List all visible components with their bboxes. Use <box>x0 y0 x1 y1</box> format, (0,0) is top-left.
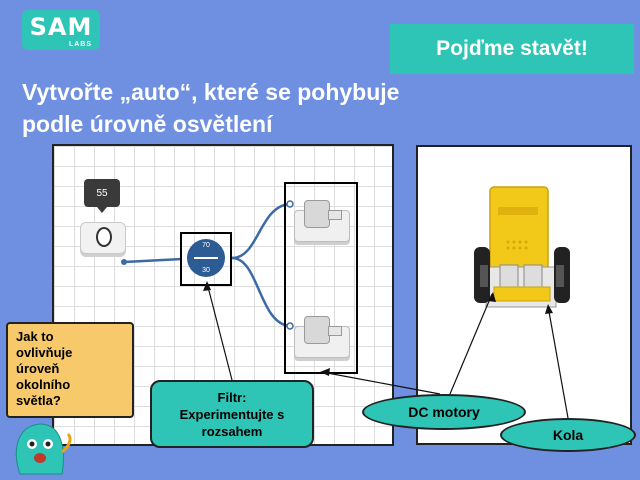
wire-sensor-filter <box>123 257 183 264</box>
filter-divider <box>194 257 218 259</box>
dc-motor-icon <box>304 200 330 228</box>
motor-shaft <box>328 326 342 336</box>
logo-subtext: LABS <box>68 41 92 48</box>
wire-filter-motor-2 <box>231 256 291 328</box>
question-line: ovlivňuje <box>16 345 73 360</box>
question-line: úroveň <box>16 361 60 376</box>
motor-shaft <box>328 210 342 220</box>
question-line: světla? <box>16 393 61 408</box>
filter-upper-value: 70 <box>202 242 210 249</box>
wire-connections <box>121 200 294 330</box>
filter-node-icon[interactable]: 70 30 <box>187 239 225 277</box>
question-line: okolního <box>16 377 71 392</box>
filter-callout: Filtr: Experimentujte s rozsahem <box>150 380 314 448</box>
callout-line: Filtr: <box>217 389 247 405</box>
filter-lower-value: 30 <box>202 267 210 274</box>
filter-highlight-box: 70 30 <box>180 232 232 286</box>
car-illustration <box>474 186 570 308</box>
dc-motor-icon <box>304 316 330 344</box>
page-title: Vytvořte „auto“, které se pohybuje podle… <box>22 76 542 140</box>
logo-text: SAM <box>29 13 93 41</box>
title-line-2: podle úrovně osvětlení <box>22 111 273 137</box>
lets-build-banner: Pojďme stavět! <box>390 24 634 74</box>
dc-motor-block-1[interactable] <box>294 200 350 244</box>
wire-filter-motor-1 <box>231 202 291 260</box>
dc-motor-block-2[interactable] <box>294 316 350 360</box>
callout-line: Experimentujte s <box>179 406 285 422</box>
sam-labs-logo: SAM LABS <box>22 10 100 50</box>
light-sensor-block[interactable] <box>80 222 126 254</box>
title-line-1: Vytvořte „auto“, které se pohybuje <box>22 79 400 105</box>
sensor-value-tooltip: 55 <box>84 179 120 213</box>
motors-highlight-box <box>284 182 358 374</box>
question-bubble: Jak to ovlivňuje úroveň okolního světla? <box>6 322 134 418</box>
mascot-icon <box>15 423 72 475</box>
question-line: Jak to <box>16 329 54 344</box>
dc-motors-label: DC motory <box>362 394 526 430</box>
wheels-label: Kola <box>500 418 636 452</box>
light-sensor-icon <box>96 227 112 247</box>
callout-line: rozsahem <box>201 423 263 439</box>
